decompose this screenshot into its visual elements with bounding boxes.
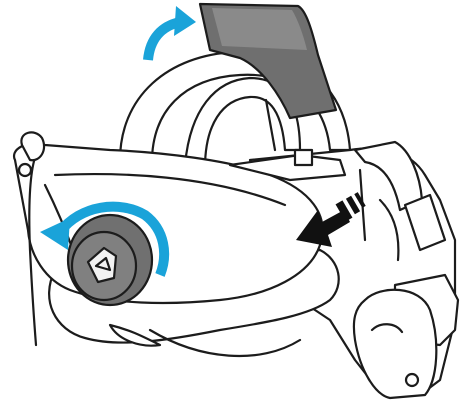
cable <box>17 131 46 347</box>
headphone-icon <box>352 273 460 400</box>
rotate-arrow-icon <box>143 6 196 61</box>
rotate-arrow-icon <box>40 201 170 277</box>
adjustment-dial-icon <box>66 213 154 307</box>
slide-direction-arrow-icon <box>296 192 366 247</box>
top-strap-tab-icon <box>198 2 338 120</box>
rear-padded-band <box>12 142 347 358</box>
